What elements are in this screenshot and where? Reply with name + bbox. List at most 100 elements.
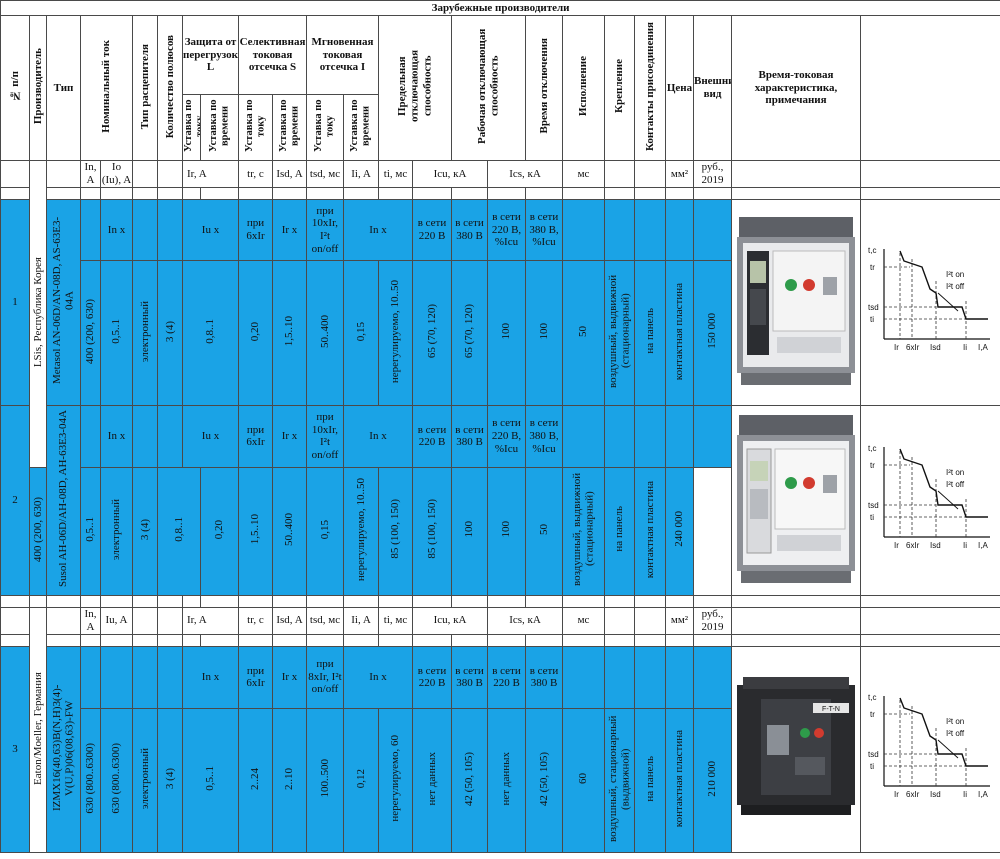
header-poles: Количество полюсов [163,34,176,138]
label-ti: ti [870,315,874,324]
unit-io: Io (Iu), A [100,160,133,188]
label-6xir: 6xIr [906,343,920,352]
header-l-current: Уставка по току [183,99,201,152]
label-i2t-off: I²t off [946,480,965,489]
row3-release: электронный [138,748,151,810]
row1-contacts: контактная пластина [673,282,686,380]
row1-ir: 0,8..1 [204,318,217,344]
label-t: t,c [868,693,876,702]
row3-icu380: 42 (50, 105) [463,751,476,806]
row2-poles: 3 (4) [138,518,151,540]
breaker-photo-1 [737,216,855,385]
label-6xir: 6xIr [906,541,920,550]
unit-isd: Isd, A [272,160,307,188]
row3-mount: на панель [643,755,656,802]
row3-tr-label: при 6xIr [238,645,273,709]
header-price: Цена [665,15,694,161]
row1-ics380: 100 [537,322,550,340]
header-prot-i: Мгновенная токовая отсечка I [306,15,379,95]
row2-ir-label: Iu x [182,405,239,468]
header-appearance: Внешний вид [693,15,732,161]
header-s-time: Уставка по времени [277,99,301,152]
row1-ics380-label: в сети 380 В, %Icu [525,199,563,261]
header-nominal: Номинальный ток [100,39,113,133]
row1-num: 1 [0,199,30,406]
row1-isd-label: Ir x [272,199,307,261]
label-t: t,c [868,444,876,453]
row3-icu220-label: в сети 220 В [412,645,452,709]
unit2-isd: Isd, A [272,606,307,635]
unit2-ti: ti, мс [378,606,413,635]
label-i2t-on: I²t on [946,717,964,726]
row1-price: 150 000 [706,313,719,350]
label-ia: I,A [978,541,988,550]
header-contacts: Контакты присоединения [643,21,656,151]
header-trip-time: Время отключения [537,38,550,134]
row1-icu380-label: в сети 380 В [451,199,488,261]
maker-lsis: LSis, Республика Корея [31,256,44,368]
row3-poles: 3 (4) [163,768,176,790]
row3-in: 630 (800..6300) [84,743,97,814]
row3-ics380: 42 (50, 105) [537,751,550,806]
unit-tr: tr, с [238,160,273,188]
unit-ti: ti, мс [378,160,413,188]
row1-design: воздушный, выдвижной (стационарный) [606,274,632,388]
row1-release: электронный [138,300,151,362]
label-tr: tr [870,263,875,272]
row2-isd-label: Ir x [272,405,307,468]
row1-ics220: 100 [500,322,513,340]
header-curve: Время-токовая характеристика, примечания [731,15,861,161]
row1-isd: 1,5..10 [283,316,296,347]
header-prot-s: Селективная токовая отсечка S [238,15,307,95]
row3-tr: 2..24 [249,767,262,790]
label-6xir: 6xIr [906,790,920,799]
row3-ir-label: In x [182,645,239,709]
row1-icu220: 65 (70, 120) [425,304,438,359]
header-release: Тип расцепителя [138,43,151,129]
unit-ir: Ir, A [182,160,239,188]
row2-ti: нерегулируемо, 10..50 [354,477,367,581]
label-i2t-on: I²t on [946,468,964,477]
row3-tsd: 100..500 [318,759,331,798]
row3-ir: 0,5..1 [204,766,217,792]
label-isd: Isd [930,790,941,799]
i2t-line [937,490,958,509]
label-i2t-off: I²t off [946,282,965,291]
row3-ii: 0,12 [354,769,367,789]
row3-num: 3 [0,645,30,854]
row2-num: 2 [0,405,30,596]
label-ii: Ii [963,343,967,352]
row3-tsd-label: при 8xIr, I²t on/off [306,645,344,709]
row2-icu220: 85 (100, 150) [389,499,402,560]
unit-price: руб., 2019 [693,160,732,188]
row3-ii-label: In x [343,645,413,709]
label-tsd: tsd [868,750,879,759]
label-ii: Ii [963,790,967,799]
row2-io: 0,5..1 [84,516,97,542]
row1-ii: 0,15 [354,321,367,341]
row2-ii-label: In x [343,405,413,468]
label-tr: tr [870,710,875,719]
trip-curve [898,697,988,767]
label-ii: Ii [963,541,967,550]
row2-contacts: контактная пластина [643,480,656,578]
row1-icu380: 65 (70, 120) [463,304,476,359]
row2-mount: на панель [613,506,626,553]
label-ia: I,A [978,790,988,799]
row2-tr-label: при 6xIr [238,405,273,468]
unit2-tsd: tsd, мс [306,606,344,635]
row3-type: IZMX16(40,63)B(N,H)3(4)-V(U,P)06(08,63)-… [50,684,76,811]
header-i-time: Уставка по времени [349,99,372,152]
label-isd: Isd [930,541,941,550]
unit2-ii: Ii, A [343,606,379,635]
breaker-image-1 [731,199,861,406]
unit-in: In, A [80,160,101,188]
header-mount: Крепление [613,59,626,114]
row2-ics380: 100 [500,521,513,538]
breaker-image-3: F-T-N [731,645,861,854]
unit-tsd: tsd, мс [306,160,344,188]
maker-eaton: Eaton/Moeller, Германия [31,671,44,785]
